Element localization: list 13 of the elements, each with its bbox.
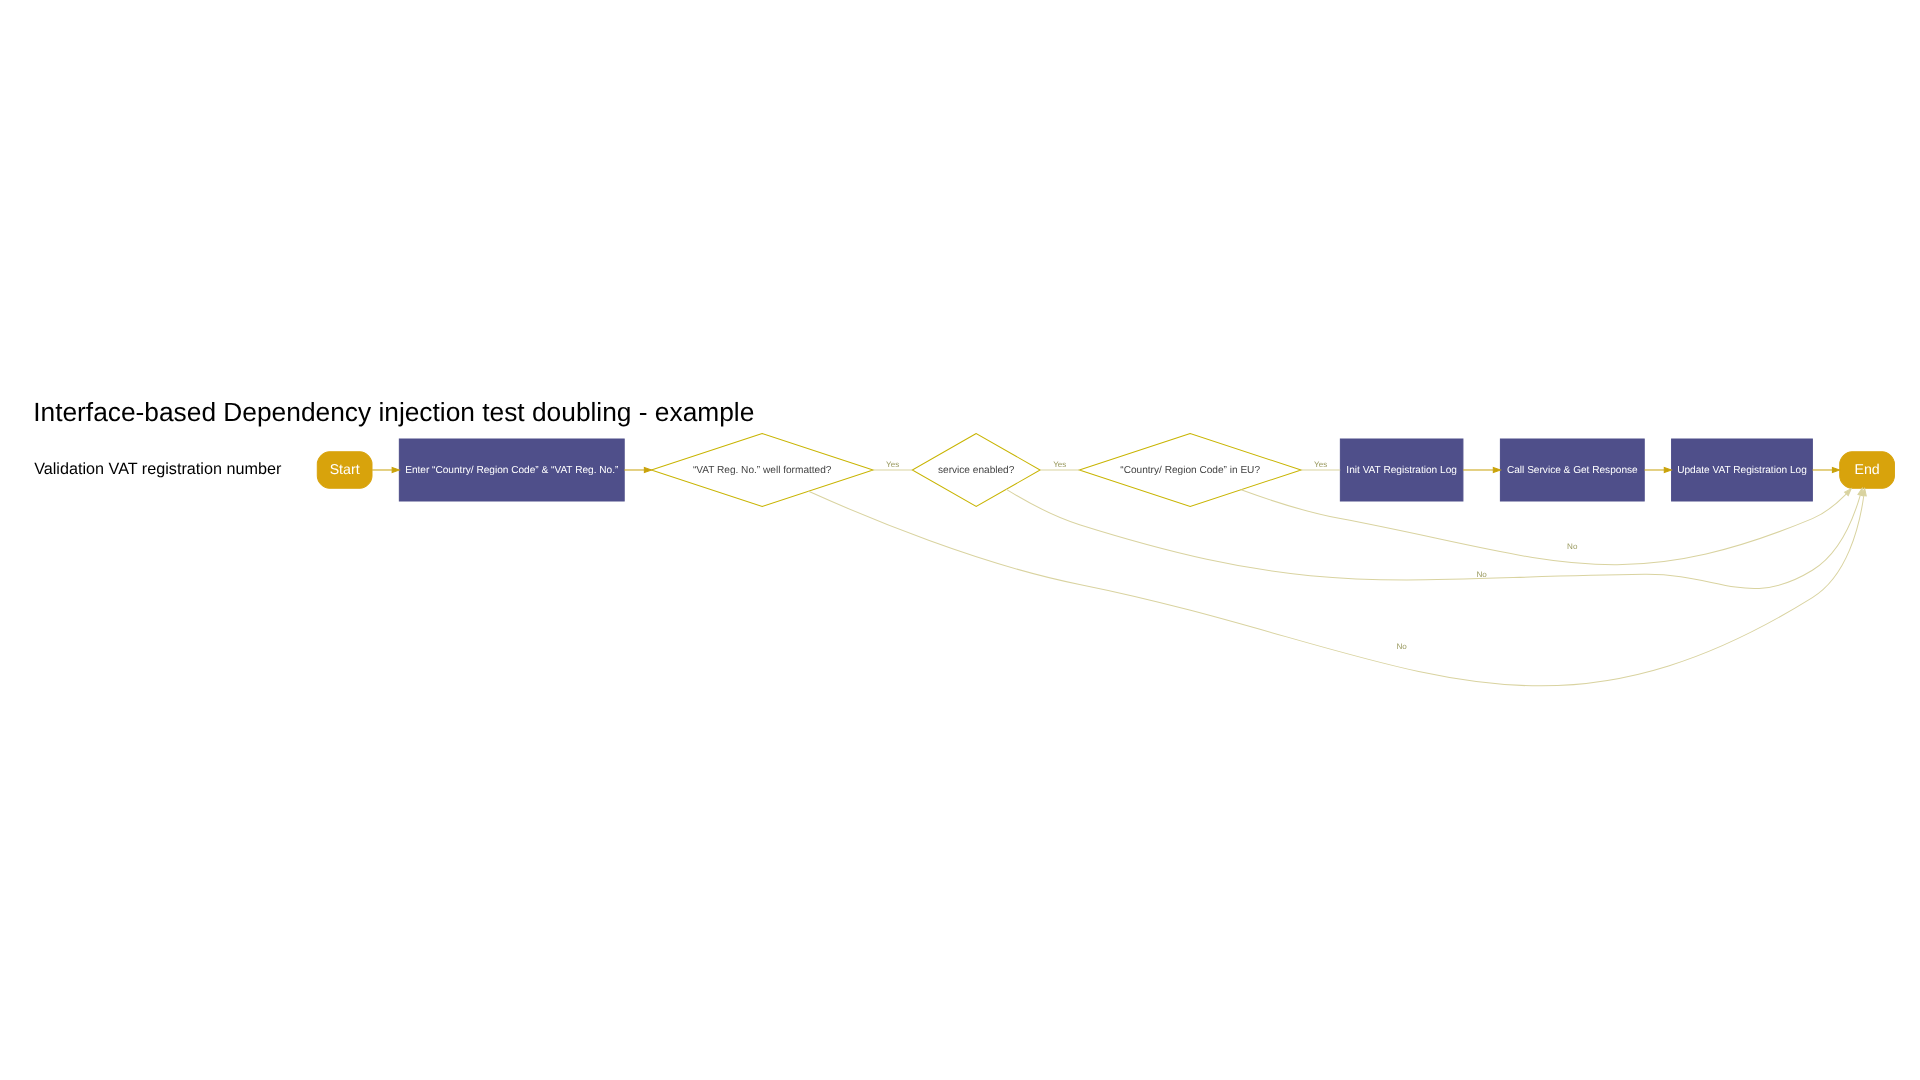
arrow — [808, 486, 1867, 685]
arrow — [1643, 465, 1673, 473]
arrow — [1240, 486, 1853, 565]
arrow — [1811, 465, 1841, 473]
diagram-title: Interface-based Dependency injection test doubling - example — [33, 396, 755, 427]
arrow — [623, 465, 653, 473]
arrow — [1462, 465, 1502, 473]
connector — [1300, 468, 1341, 470]
arrow — [1005, 485, 1864, 589]
label: Validation VAT registration number — [34, 458, 282, 477]
connector — [872, 468, 913, 470]
connector — [1039, 468, 1080, 470]
arrow — [371, 465, 401, 473]
